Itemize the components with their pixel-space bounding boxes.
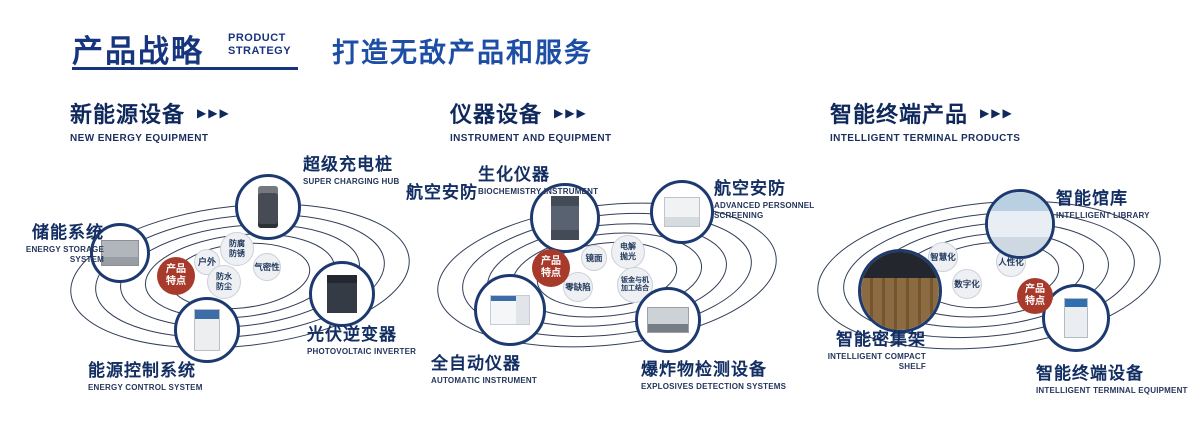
- product-name-en: ENERGY STORAGE SYSTEM: [25, 245, 104, 264]
- product-name-en: PHOTOVOLTAIC INVERTER: [307, 347, 417, 356]
- product-name-en: INTELLIGENT LIBRARY: [1056, 211, 1150, 220]
- product-name: 生化仪器: [478, 165, 550, 184]
- section-subtitle: INTELLIGENT TERMINAL PRODUCTS: [830, 133, 1021, 144]
- feature-label: 数字化: [954, 278, 980, 289]
- product-name: 爆炸物检测设备: [641, 360, 767, 379]
- product-name-en: AUTOMATIC INSTRUMENT: [431, 376, 537, 385]
- triple-chevron-icon: ▶▶▶: [980, 106, 1014, 120]
- product-name-en: ENERGY CONTROL SYSTEM: [88, 383, 203, 392]
- feature-bubble: 数字化: [952, 269, 982, 299]
- product-features-badge: 产品特点: [157, 257, 195, 295]
- product-node-personnel-screening: [650, 180, 714, 244]
- kiosk-photo: [1064, 298, 1088, 338]
- product-features-badge: 产品特点: [532, 249, 570, 287]
- product-label-compact-shelf: 智能密集架 INTELLIGENT COMPACT SHELF: [820, 325, 926, 372]
- product-node-biochemistry: [530, 183, 600, 253]
- feature-label: 防水防尘: [216, 272, 232, 291]
- feature-bubble: 零缺陷: [563, 272, 593, 302]
- triple-chevron-icon: ▶▶▶: [554, 106, 588, 120]
- badge-label: 产品特点: [1025, 284, 1045, 307]
- product-node-pv-inverter: [309, 261, 375, 327]
- title-underline: [72, 67, 298, 70]
- product-name: 全自动仪器: [431, 354, 521, 373]
- section-title: 新能源设备: [70, 102, 186, 127]
- product-name-en: BIOCHEMISTRY INSTRUMENT: [478, 187, 599, 196]
- side-label-aviation-security: 航空安防: [406, 183, 478, 202]
- product-node-energy-control: [174, 297, 240, 363]
- library-room-photo: [988, 192, 1052, 256]
- feature-label: 户外: [197, 256, 216, 267]
- product-node-super-charging-hub: [235, 174, 301, 240]
- screening-machine-photo: [664, 197, 700, 227]
- feature-label: 气密性: [254, 261, 280, 272]
- badge-label: 产品特点: [166, 264, 186, 287]
- section-subtitle: INSTRUMENT AND EQUIPMENT: [450, 133, 612, 144]
- storage-cabinet-photo: [101, 240, 139, 266]
- product-label-super-charging-hub: 超级充电桩 SUPER CHARGING HUB: [303, 150, 400, 187]
- instrument-rack-photo: [551, 196, 579, 240]
- page-subtitle-line2: STRATEGY: [228, 45, 292, 57]
- feature-bubble: 电解抛光: [611, 235, 645, 269]
- product-label-automatic-instrument: 全自动仪器 AUTOMATIC INSTRUMENT: [431, 349, 537, 386]
- feature-label: 人性化: [998, 256, 1024, 267]
- product-name-en: EXPLOSIVES DETECTION SYSTEMS: [641, 382, 787, 391]
- page-subtitle-line1: PRODUCT: [228, 32, 286, 44]
- product-label-explosives-detection: 爆炸物检测设备 EXPLOSIVES DETECTION SYSTEMS: [641, 355, 786, 392]
- control-cabinet-photo: [194, 309, 220, 351]
- feature-bubble: 防腐防锈: [220, 232, 254, 266]
- feature-label: 电解抛光: [620, 242, 636, 261]
- feature-label: 钣金与机加工结合: [621, 276, 649, 292]
- product-features-badge: 产品特点: [1017, 278, 1053, 314]
- feature-label: 零缺陷: [565, 281, 591, 292]
- section-header-new-energy: 新能源设备 ▶▶▶ NEW ENERGY EQUIPMENT: [70, 97, 231, 144]
- section-title: 智能终端产品: [830, 102, 969, 127]
- product-label-terminal-equipment: 智能终端设备 INTELLIGENT TERMINAL EQUIPMENT: [1036, 359, 1188, 396]
- product-name-en: INTELLIGENT COMPACT SHELF: [827, 352, 926, 371]
- section-subtitle: NEW ENERGY EQUIPMENT: [70, 133, 209, 144]
- product-label-pv-inverter: 光伏逆变器 PHOTOVOLTAIC INVERTER: [307, 320, 416, 357]
- product-label-personnel-screening: 航空安防 ADVANCED PERSONNEL SCREENING: [714, 174, 826, 221]
- feature-bubble: 防水防尘: [207, 265, 241, 299]
- section-header-intelligent-terminal: 智能终端产品 ▶▶▶ INTELLIGENT TERMINAL PRODUCTS: [830, 97, 1020, 144]
- product-name: 航空安防: [714, 179, 786, 198]
- product-name: 智能馆库: [1056, 189, 1128, 208]
- product-name-en: ADVANCED PERSONNEL SCREENING: [714, 201, 815, 220]
- product-label-energy-storage: 储能系统 ENERGY STORAGE SYSTEM: [16, 218, 104, 265]
- charging-pile-photo: [258, 186, 278, 228]
- page-subtitle-en: PRODUCT STRATEGY: [228, 32, 291, 58]
- feature-bubble: 钣金与机加工结合: [617, 267, 653, 303]
- inverter-cabinet-photo: [327, 275, 357, 313]
- page-title: 产品战略: [72, 34, 204, 69]
- detection-machine-photo: [647, 307, 689, 333]
- compact-shelf-photo: [861, 252, 939, 330]
- product-name: 超级充电桩: [303, 155, 393, 174]
- product-name: 智能密集架: [836, 330, 926, 349]
- product-node-explosives-detection: [635, 287, 701, 353]
- feature-label: 防腐防锈: [229, 239, 245, 258]
- product-node-energy-storage: [90, 223, 150, 283]
- product-node-intelligent-library: [985, 189, 1055, 259]
- triple-chevron-icon: ▶▶▶: [197, 106, 231, 120]
- product-name: 智能终端设备: [1036, 364, 1144, 383]
- analyzer-photo: [490, 295, 530, 325]
- product-node-automatic-instrument: [474, 274, 546, 346]
- product-name: 储能系统: [32, 223, 104, 242]
- product-name-en: INTELLIGENT TERMINAL EQUIPMENT: [1036, 386, 1188, 395]
- section-title: 仪器设备: [450, 102, 543, 127]
- feature-label: 镜面: [585, 252, 603, 263]
- product-name: 光伏逆变器: [307, 325, 397, 344]
- feature-bubble: 镜面: [581, 245, 607, 271]
- product-label-intelligent-library: 智能馆库 INTELLIGENT LIBRARY: [1056, 184, 1150, 221]
- product-node-terminal-equipment: [1042, 284, 1110, 352]
- product-node-compact-shelf: [858, 249, 942, 333]
- section-header-instruments: 仪器设备 ▶▶▶ INSTRUMENT AND EQUIPMENT: [450, 97, 611, 144]
- product-name: 能源控制系统: [88, 361, 196, 380]
- badge-label: 产品特点: [541, 256, 561, 279]
- product-name-en: SUPER CHARGING HUB: [303, 177, 400, 186]
- product-label-energy-control: 能源控制系统 ENERGY CONTROL SYSTEM: [88, 356, 203, 393]
- feature-bubble: 气密性: [253, 253, 281, 281]
- feature-label: 智慧化: [930, 251, 956, 262]
- product-label-biochemistry: 生化仪器 BIOCHEMISTRY INSTRUMENT: [478, 160, 598, 197]
- tagline: 打造无敌产品和服务: [332, 38, 593, 68]
